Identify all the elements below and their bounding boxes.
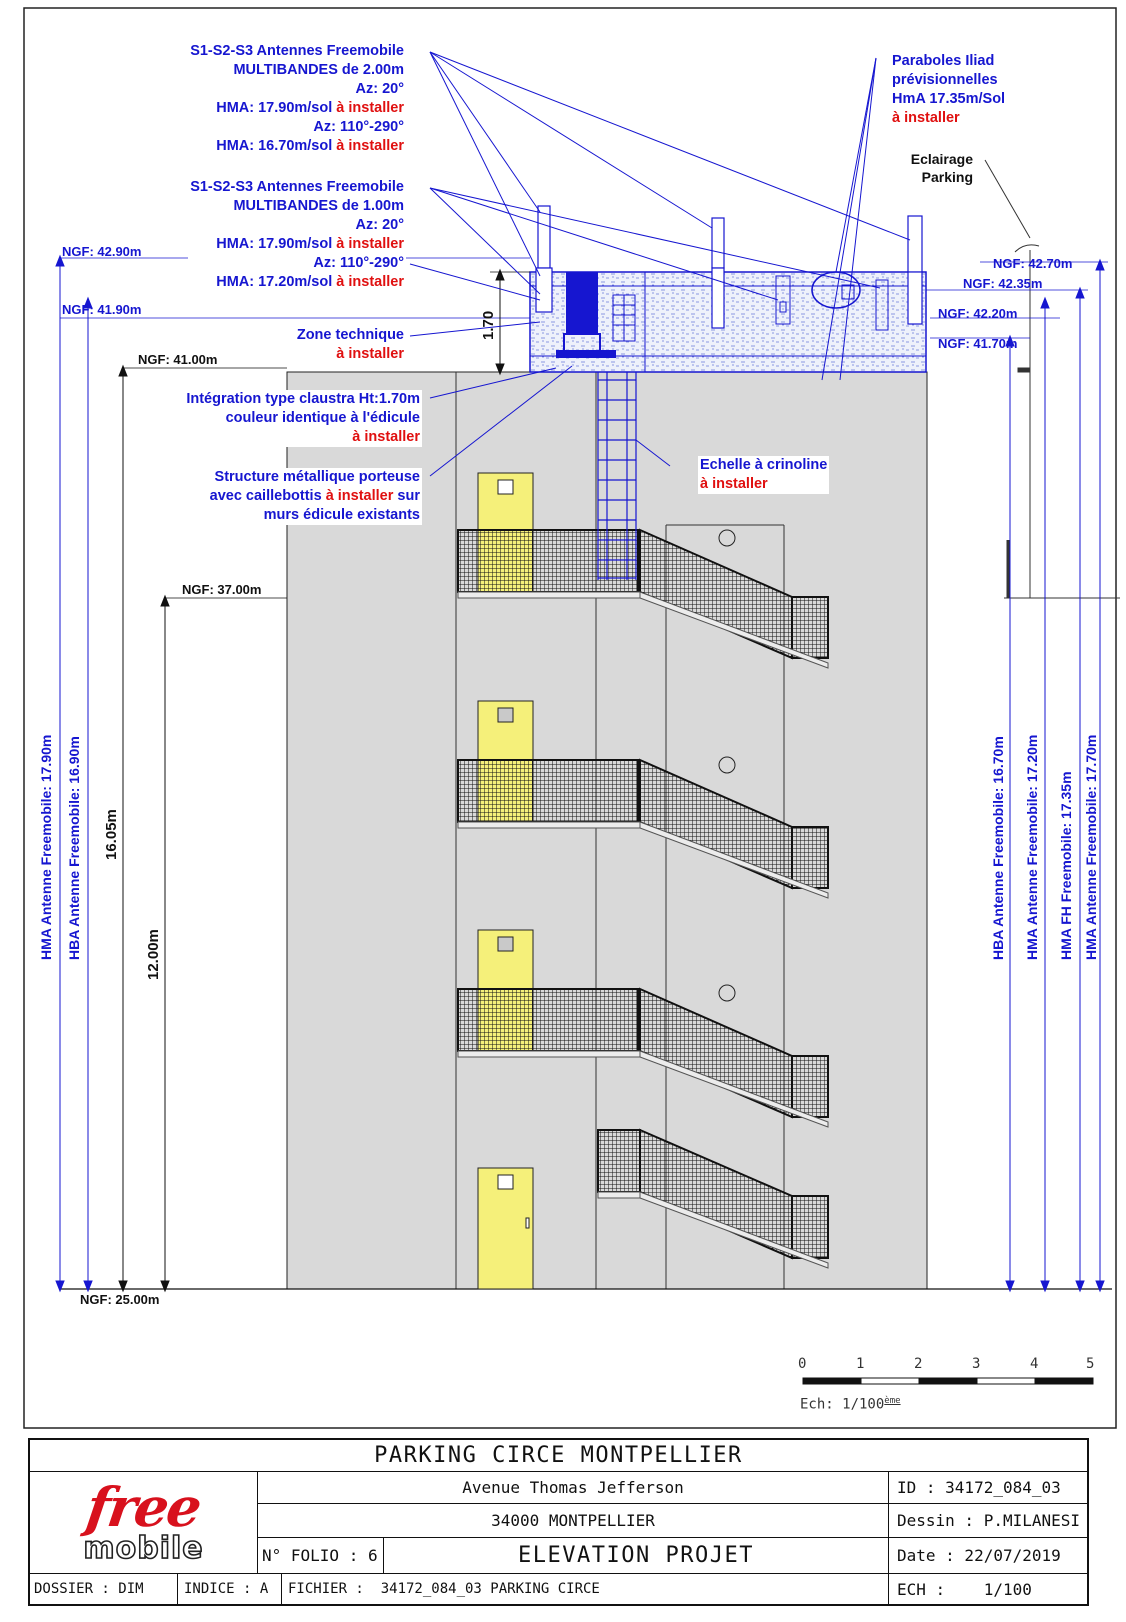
ngf-25-00: NGF: 25.00m: [80, 1292, 160, 1307]
ngf-42-35: NGF: 42.35m: [963, 276, 1043, 291]
ngf-37-00: NGF: 37.00m: [182, 582, 262, 597]
round-window: [718, 984, 736, 1002]
label-antennas-2m: S1-S2-S3 Antennes Freemobile MULTIBANDES…: [188, 42, 406, 156]
dim-hma-right-1: HMA Antenne Freemobile: 17.20m: [1024, 734, 1040, 960]
dim-1-70: 1.70: [480, 310, 497, 340]
ngf-42-20: NGF: 42.20m: [938, 306, 1018, 321]
scale-bar: [802, 1377, 1094, 1385]
fichier: FICHIER : 34172_084_03 PARKING CIRCE: [282, 1574, 889, 1604]
dim-hba-left: HBA Antenne Freemobile: 16.90m: [66, 736, 82, 960]
scale-tick: 3: [972, 1356, 981, 1372]
folio-number: N° FOLIO : 6: [258, 1538, 384, 1574]
scale-tick: 0: [798, 1356, 807, 1372]
drawing-title: ELEVATION PROJET: [384, 1538, 889, 1574]
technical-cabinet: [566, 272, 598, 334]
label-antennas-1m: S1-S2-S3 Antennes Freemobile MULTIBANDES…: [188, 178, 406, 292]
ngf-41-90: NGF: 41.90m: [62, 302, 142, 317]
door: [477, 1167, 534, 1290]
scale-tick: 4: [1030, 1356, 1039, 1372]
dim-hma-fh: HMA FH Freemobile: 17.35m: [1058, 771, 1074, 960]
dim-hba-right: HBA Antenne Freemobile: 16.70m: [990, 736, 1006, 960]
dim-16-05: 16.05m: [103, 809, 120, 860]
scale-tick: 5: [1086, 1356, 1095, 1372]
drawing-date: Date : 22/07/2019: [889, 1538, 1087, 1574]
address-line-2: 34000 MONTPELLIER: [258, 1504, 889, 1538]
dossier: DOSSIER : DIM: [30, 1574, 178, 1604]
drawing-id: ID : 34172_084_03: [889, 1472, 1087, 1504]
ngf-41-00: NGF: 41.00m: [138, 352, 218, 367]
label-eclairage: Eclairage Parking: [910, 151, 973, 185]
ngf-42-90: NGF: 42.90m: [62, 244, 142, 259]
scale-tick: 1: [856, 1356, 865, 1372]
label-echelle: Echelle à crinoline à installer: [698, 456, 830, 494]
address-line-1: Avenue Thomas Jefferson: [258, 1472, 889, 1504]
free-mobile-logo: free mobile: [30, 1472, 258, 1574]
title-block: PARKING CIRCE MONTPELLIER free mobile Av…: [28, 1438, 1089, 1606]
label-structure-metallique: Structure métallique porteuse avec caill…: [207, 468, 422, 525]
indice: INDICE : A: [178, 1574, 282, 1604]
label-paraboles: Paraboles Iliad prévisionnelles HmA 17.3…: [890, 52, 1008, 128]
parking-light: [1004, 244, 1120, 599]
drawing-scale: ECH : 1/100: [897, 1579, 1032, 1599]
drawing-frame: [23, 7, 1117, 1429]
ngf-41-70: NGF: 41.70m: [938, 336, 1018, 351]
scale-caption: Ech: 1/100ème: [800, 1396, 901, 1413]
project-name: PARKING CIRCE MONTPELLIER: [30, 1440, 1087, 1472]
scale-tick: 2: [914, 1356, 923, 1372]
label-zone-technique: Zone technique à installer: [294, 326, 406, 364]
antenna-mast: [535, 205, 923, 329]
round-window: [718, 756, 736, 774]
cage-ladder: [597, 368, 637, 580]
ngf-42-70: NGF: 42.70m: [993, 256, 1073, 271]
dim-hma-left: HMA Antenne Freemobile: 17.90m: [38, 734, 54, 960]
drawn-by: Dessin : P.MILANESI: [889, 1504, 1087, 1538]
staircase: [457, 528, 829, 1260]
dim-hma-right-2: HMA Antenne Freemobile: 17.70m: [1083, 734, 1099, 960]
round-window: [718, 529, 736, 547]
dim-12-00: 12.00m: [145, 929, 162, 980]
label-integration-claustra: Intégration type claustra Ht:1.70m coule…: [184, 390, 422, 447]
